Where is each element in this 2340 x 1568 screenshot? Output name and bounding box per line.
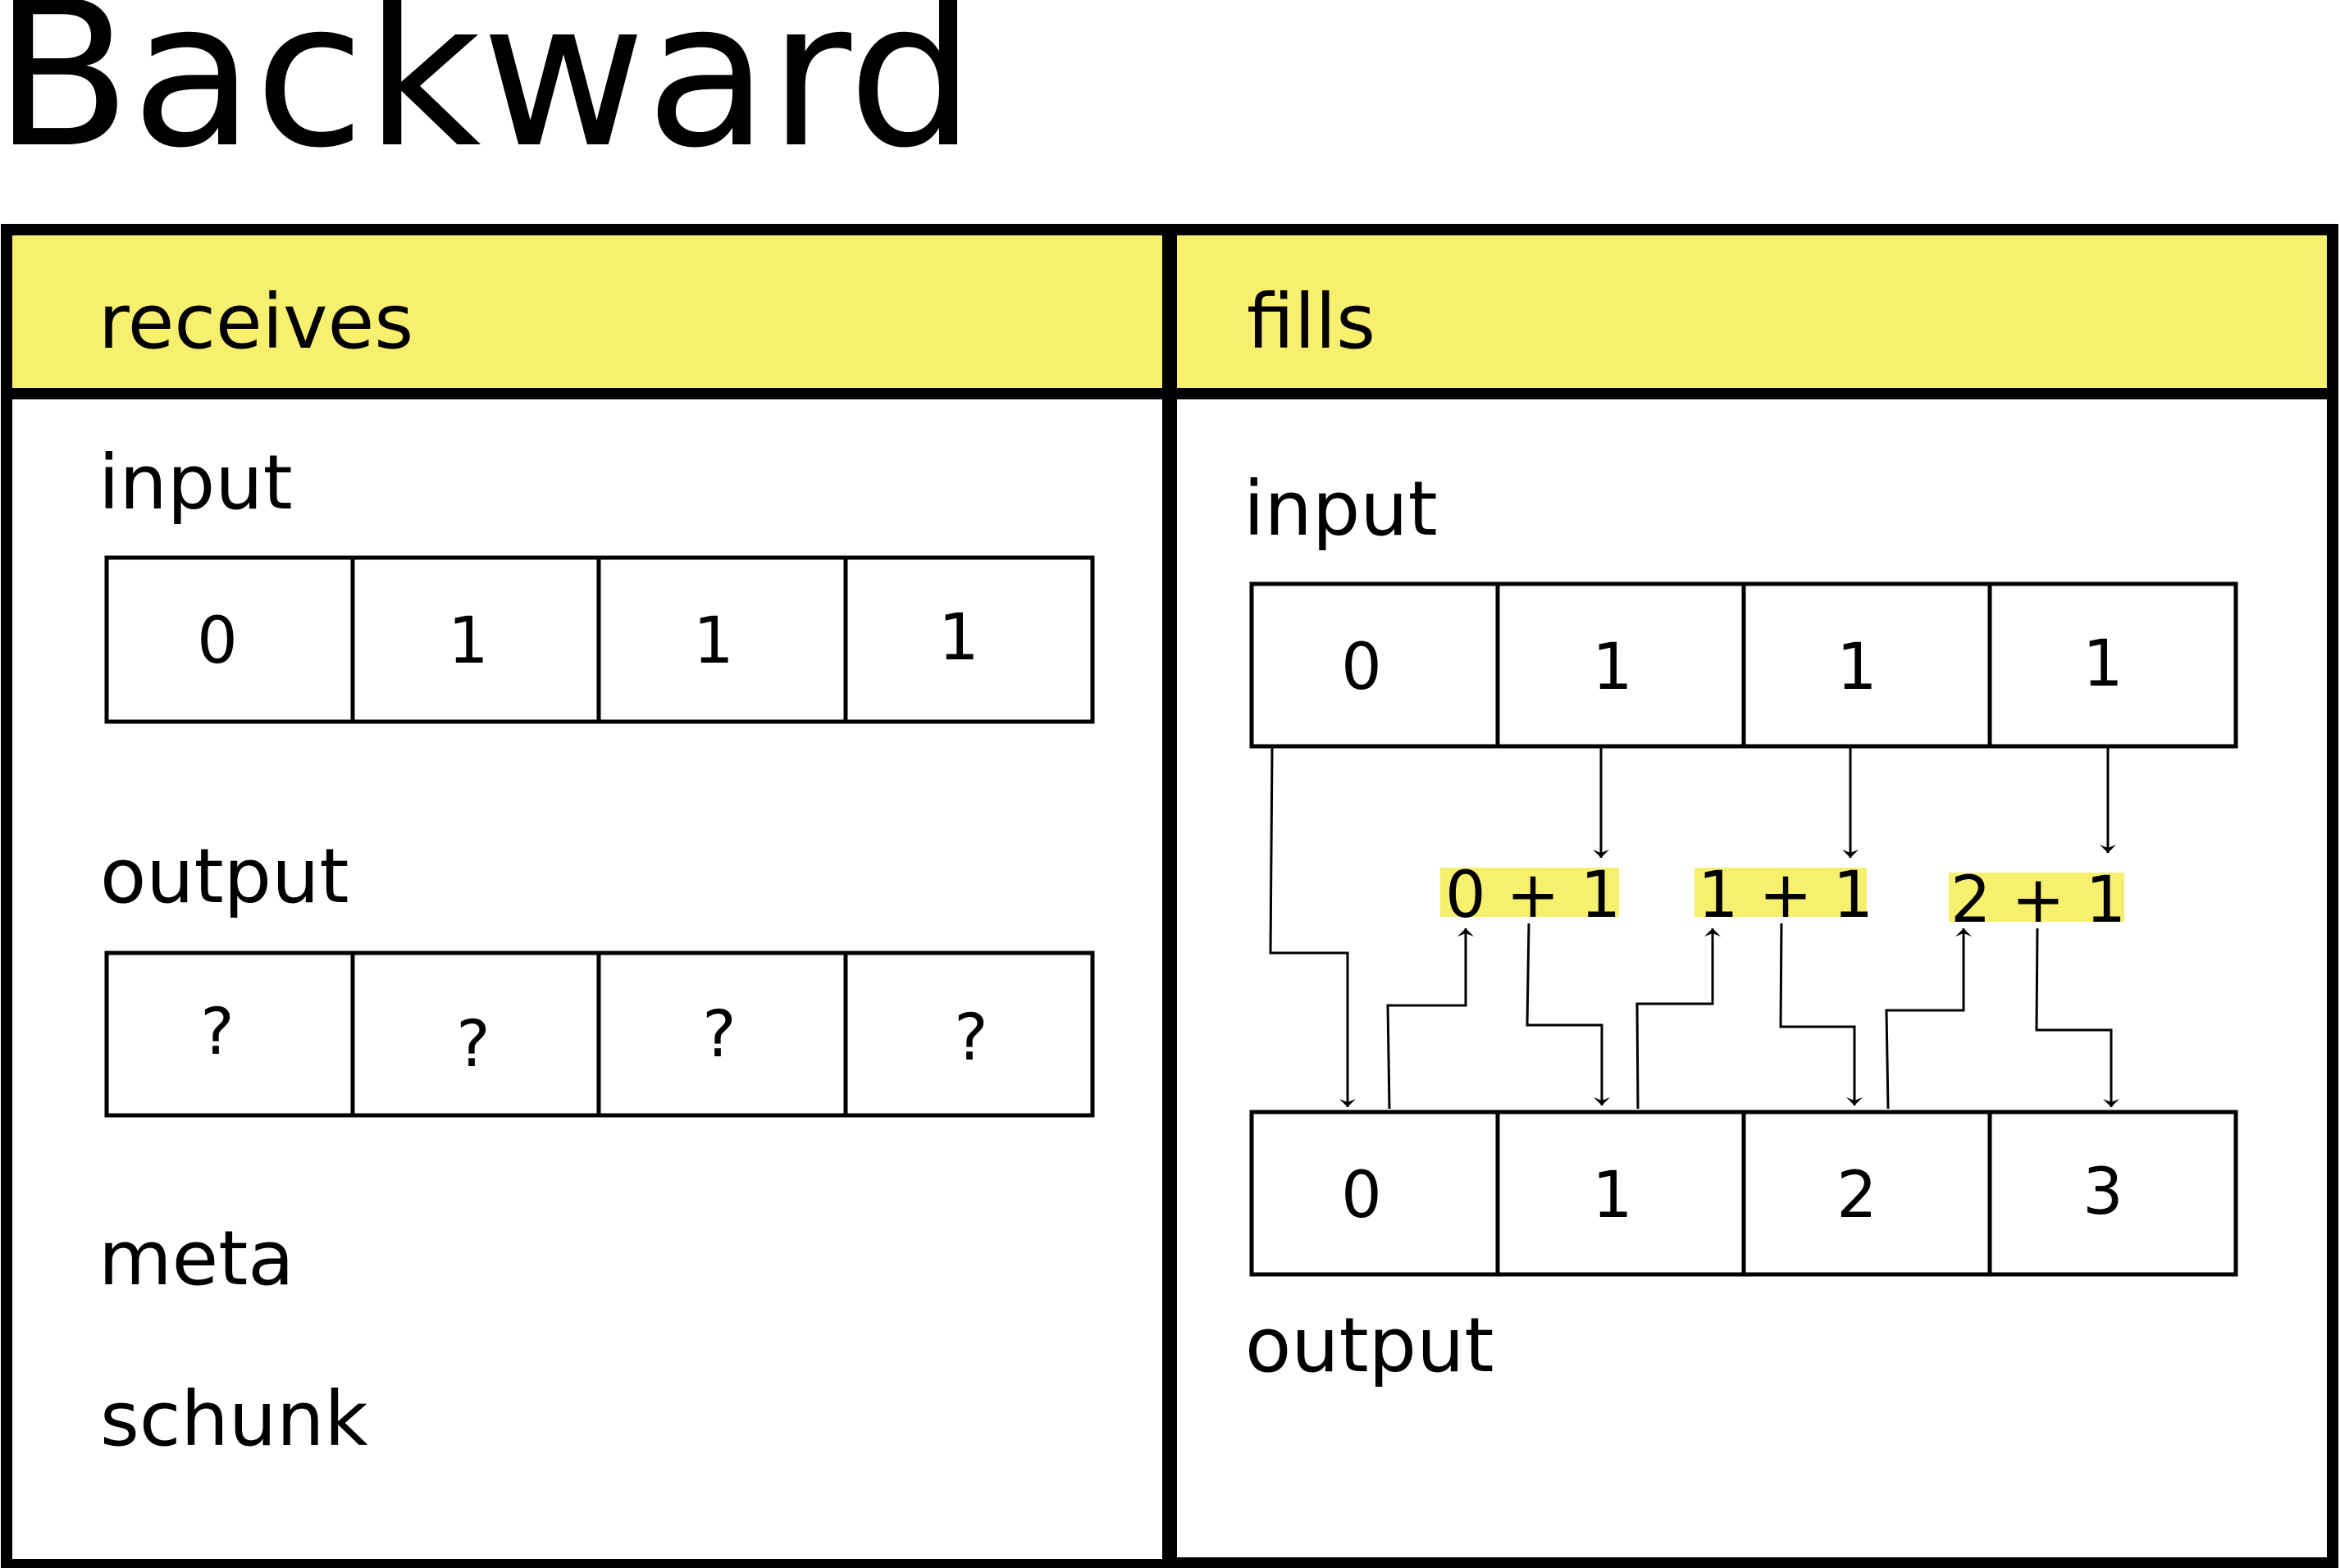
fills-expressions: 0 + 1 1 + 1 2 + 1 [1440, 859, 2126, 937]
fills-input-cell: 1 [1592, 631, 1633, 704]
fills-output-cell: 1 [1592, 1159, 1633, 1233]
fills-header-band [1165, 224, 2338, 399]
fills-input-cell: 0 [1341, 631, 1382, 704]
connector-arrow [1779, 923, 1863, 1105]
receives-input-cell: 1 [693, 604, 734, 678]
receives-output-array: ? ? ? ? [104, 950, 1095, 1118]
receives-header-band [1, 224, 1174, 399]
receives-panel-frame [1, 224, 1174, 1568]
receives-input-label: input [98, 439, 293, 526]
fills-input-label: input [1243, 465, 1438, 553]
receives-header: receives [98, 278, 413, 366]
receives-input-cell: 1 [938, 601, 979, 675]
fills-input-cell: 1 [1836, 631, 1877, 704]
receives-input-cell: 1 [448, 604, 489, 678]
receives-meta-label: meta [98, 1215, 294, 1302]
fills-output-cell: 3 [2082, 1155, 2123, 1229]
fills-input-array: 0 1 1 1 [1249, 581, 2238, 749]
fills-output-array: 0 1 2 3 [1249, 1110, 2238, 1277]
receives-output-cell: ? [200, 996, 234, 1069]
receives-input-cell: 0 [197, 604, 238, 678]
connector-arrow [1526, 923, 1610, 1105]
expression-highlight [1440, 868, 1619, 917]
receives-output-cell: ? [954, 1001, 988, 1075]
expression-highlight [1949, 873, 2124, 922]
expression-label: 0 + 1 [1445, 859, 1621, 932]
receives-panel: receives input 0 1 1 1 output ? ? ? ? me… [1, 224, 1174, 1568]
receives-output-label: output [100, 832, 349, 920]
connector-arrow [1885, 928, 1972, 1110]
receives-output-cell: ? [702, 998, 736, 1072]
fills-output-label: output [1245, 1301, 1494, 1389]
fills-header: fills [1247, 278, 1375, 366]
expression-label: 2 + 1 [1950, 864, 2126, 937]
connector-arrow [2035, 928, 2119, 1107]
connector-arrow [1635, 928, 1721, 1110]
receives-schunk-label: schunk [100, 1375, 368, 1463]
fills-panel: fills input 0 1 1 1 0 + 1 1 + 1 2 + 1 [1165, 224, 2338, 1568]
connector-arrow [1269, 747, 1356, 1107]
fills-output-cell: 0 [1341, 1159, 1382, 1233]
fills-input-cell: 1 [2082, 627, 2123, 701]
diagram-title: Backward [0, 0, 975, 192]
fills-output-cell: 2 [1836, 1159, 1877, 1233]
fills-connectors [1269, 747, 2119, 1110]
expression-label: 1 + 1 [1698, 859, 1873, 932]
expression-highlight [1695, 868, 1867, 917]
connector-arrow [1386, 928, 1474, 1110]
receives-output-cell: ? [456, 1008, 490, 1082]
receives-input-array: 0 1 1 1 [104, 555, 1095, 724]
